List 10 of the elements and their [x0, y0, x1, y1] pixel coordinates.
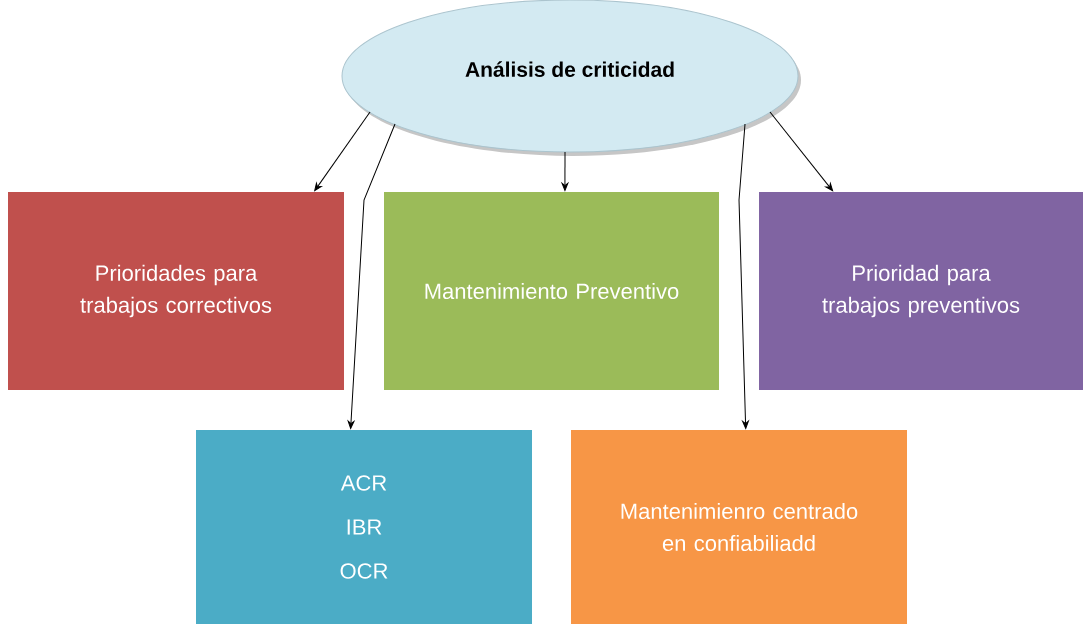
arrow: [561, 151, 569, 191]
process-box: Mantenimienro centrado en confiabiliadd: [571, 430, 907, 624]
process-box: Prioridad para trabajos preventivos: [759, 192, 1083, 390]
arrow: [347, 123, 396, 429]
arrow: [769, 111, 834, 192]
process-box: Prioridades para trabajos correctivos: [8, 192, 344, 390]
process-box: ACR IBR OCR: [196, 430, 532, 624]
arrow: [314, 111, 371, 192]
arrow: [738, 123, 749, 429]
process-box: Mantenimiento Preventivo: [384, 192, 719, 390]
